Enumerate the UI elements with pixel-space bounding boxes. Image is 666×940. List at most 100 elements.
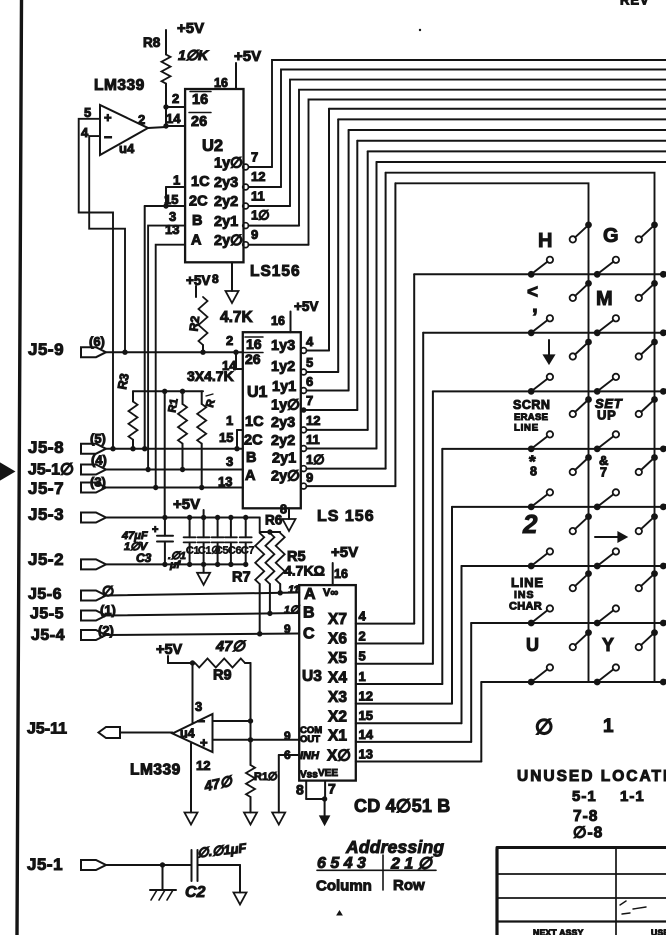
- svg-text:u4: u4: [119, 141, 135, 156]
- svg-text:13: 13: [359, 747, 373, 762]
- svg-text:R1∅: R1∅: [254, 771, 278, 783]
- svg-text:2y1: 2y1: [272, 451, 296, 467]
- svg-text:(1): (1): [100, 603, 116, 618]
- svg-text:+: +: [152, 524, 158, 536]
- svg-text:9: 9: [306, 470, 313, 485]
- svg-text:47∅: 47∅: [215, 639, 246, 655]
- svg-text:C1: C1: [186, 545, 200, 557]
- svg-text:16: 16: [214, 76, 228, 90]
- svg-text:6 5 4 3: 6 5 4 3: [317, 855, 366, 872]
- svg-text:1y2: 1y2: [271, 359, 295, 375]
- svg-text:(5): (5): [90, 431, 106, 446]
- svg-text:C3: C3: [136, 551, 152, 565]
- svg-text:14: 14: [359, 727, 374, 742]
- svg-text:1y3: 1y3: [271, 338, 295, 354]
- svg-text:∅: ∅: [535, 716, 553, 739]
- svg-text:47μF: 47μF: [121, 530, 148, 542]
- svg-text:INS: INS: [514, 589, 535, 601]
- svg-text:+5V: +5V: [156, 642, 183, 658]
- svg-text:1∅V: 1∅V: [124, 541, 149, 553]
- svg-text:NEXT ASSY: NEXT ASSY: [533, 928, 584, 936]
- svg-text:+: +: [200, 735, 208, 750]
- svg-text:LS 156: LS 156: [317, 508, 375, 525]
- svg-text:C1∅: C1∅: [198, 545, 221, 557]
- svg-text:2y3: 2y3: [214, 175, 238, 191]
- svg-text:&: &: [599, 453, 608, 468]
- svg-text:1∅: 1∅: [284, 604, 301, 616]
- svg-text:11: 11: [288, 584, 299, 596]
- svg-text:B: B: [192, 213, 202, 229]
- svg-text:X∅: X∅: [327, 748, 351, 765]
- svg-text:16: 16: [334, 567, 348, 581]
- svg-text:J5-1∅: J5-1∅: [28, 462, 74, 479]
- svg-text:2C: 2C: [189, 194, 208, 210]
- svg-text:A: A: [304, 586, 316, 603]
- svg-text:REV: REV: [620, 0, 650, 8]
- svg-text:.∅1: .∅1: [168, 550, 186, 562]
- svg-text:1∅: 1∅: [251, 208, 270, 223]
- svg-text:12: 12: [196, 758, 210, 773]
- svg-text:7: 7: [600, 466, 607, 480]
- svg-text:2y2: 2y2: [271, 433, 295, 449]
- svg-text:7: 7: [306, 393, 313, 408]
- svg-text:2y∅: 2y∅: [271, 469, 300, 485]
- svg-text:4: 4: [81, 125, 89, 140]
- svg-text:2y3: 2y3: [271, 415, 295, 431]
- svg-text:8: 8: [212, 272, 219, 286]
- svg-text:12: 12: [306, 413, 320, 428]
- svg-text:J5-6: J5-6: [28, 586, 62, 603]
- svg-text:1: 1: [226, 413, 233, 428]
- svg-text:A: A: [191, 233, 202, 249]
- svg-text:5-1: 5-1: [572, 788, 597, 805]
- svg-text:1C: 1C: [245, 414, 264, 430]
- svg-text:26: 26: [191, 114, 207, 130]
- svg-text:9: 9: [284, 729, 291, 743]
- svg-text:2C: 2C: [244, 433, 263, 449]
- svg-text:14: 14: [166, 111, 181, 126]
- svg-text:SET: SET: [595, 396, 623, 411]
- svg-text:4: 4: [306, 334, 314, 349]
- svg-text:2y1: 2y1: [214, 214, 238, 230]
- svg-text:R1: R1: [166, 398, 180, 414]
- svg-text:J5-8: J5-8: [28, 438, 64, 457]
- svg-text:2y2: 2y2: [214, 194, 238, 210]
- svg-text:8: 8: [296, 782, 304, 798]
- svg-text:J5-2: J5-2: [28, 550, 64, 569]
- svg-text:47∅: 47∅: [202, 772, 235, 794]
- svg-text:16: 16: [271, 314, 285, 328]
- svg-text:7-8: 7-8: [573, 808, 598, 825]
- svg-text:R6: R6: [265, 513, 283, 528]
- svg-text:Row: Row: [393, 877, 425, 894]
- svg-text:2: 2: [226, 333, 233, 348]
- svg-text:14: 14: [222, 358, 237, 373]
- svg-text:C: C: [303, 626, 315, 643]
- svg-text:R9: R9: [213, 668, 232, 684]
- svg-text:<: <: [527, 282, 538, 303]
- svg-text:U3: U3: [302, 668, 322, 685]
- svg-text:2: 2: [172, 91, 179, 106]
- svg-text:OUT: OUT: [300, 734, 320, 745]
- svg-text:1y∅: 1y∅: [271, 398, 300, 414]
- svg-text:R7: R7: [232, 570, 251, 586]
- svg-text:B: B: [303, 605, 315, 622]
- svg-text:11: 11: [251, 189, 265, 204]
- svg-text:13: 13: [218, 474, 232, 489]
- svg-text:*: *: [529, 452, 536, 471]
- svg-text:X3: X3: [328, 689, 347, 706]
- svg-text:9: 9: [251, 227, 258, 242]
- svg-text:(6): (6): [89, 334, 105, 349]
- svg-text:∅-8: ∅-8: [573, 825, 603, 842]
- svg-text:Vss: Vss: [300, 770, 318, 781]
- svg-text:U1: U1: [247, 384, 268, 401]
- svg-text:3: 3: [169, 209, 176, 224]
- svg-text:SCRN: SCRN: [513, 398, 550, 412]
- svg-text:Column: Column: [316, 878, 372, 895]
- svg-text:V∞: V∞: [323, 587, 338, 599]
- svg-text:(2): (2): [98, 623, 114, 638]
- svg-text:26: 26: [245, 351, 261, 367]
- svg-text:−: −: [197, 713, 205, 729]
- svg-text:3X4.7K: 3X4.7K: [187, 368, 234, 384]
- svg-text:J5-7: J5-7: [28, 479, 64, 498]
- svg-text:2 1 ∅: 2 1 ∅: [390, 856, 434, 873]
- svg-text:G: G: [603, 225, 619, 247]
